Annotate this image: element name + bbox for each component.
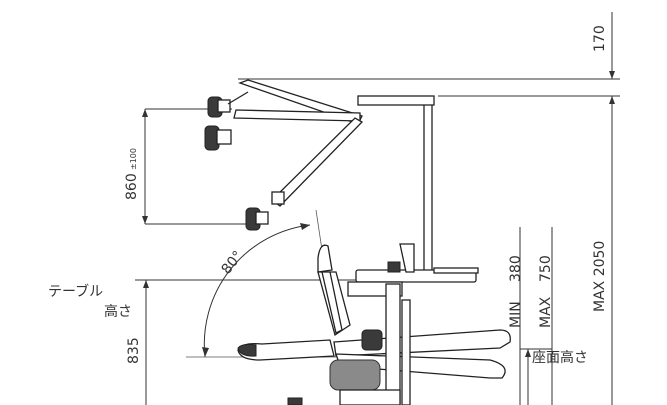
arrowhead	[202, 347, 209, 357]
dim-860-tolerance: ±100	[129, 148, 138, 170]
light-head-lower	[245, 191, 285, 231]
light-pole	[423, 103, 433, 275]
seat-height-label: 座面高さ	[532, 349, 588, 366]
dim-170-label: 170	[592, 25, 608, 52]
angle-ref-line	[315, 209, 323, 251]
dim-max-label: MAX	[538, 296, 554, 328]
light-head-upper	[207, 91, 249, 118]
arrowhead	[300, 223, 310, 230]
table-height-label-line2: 高さ	[104, 303, 132, 320]
dim-min-value: 380	[508, 255, 524, 282]
light-head-middle	[204, 125, 232, 151]
angle-label: 80°	[219, 248, 247, 277]
arrowhead	[143, 280, 149, 288]
chair-base	[287, 281, 411, 405]
dim-max-2050-label: MAX 2050	[592, 241, 608, 312]
arrowhead	[142, 216, 148, 224]
dim-max-value: 750	[538, 255, 554, 282]
instrument-table	[355, 243, 479, 283]
table-height-label-line1: テーブル	[48, 283, 103, 300]
dim-860-label: 860	[124, 173, 140, 200]
diagonal-arm	[271, 117, 364, 207]
middle-arm	[233, 109, 361, 122]
chair-upright	[317, 244, 351, 337]
angle-80-arc	[203, 224, 311, 358]
pole-top-cap	[357, 95, 435, 106]
arrowhead	[609, 71, 615, 79]
dim-835-label: 835	[126, 337, 142, 364]
arrowhead	[142, 109, 148, 117]
dim-min-label: MIN	[508, 301, 524, 328]
